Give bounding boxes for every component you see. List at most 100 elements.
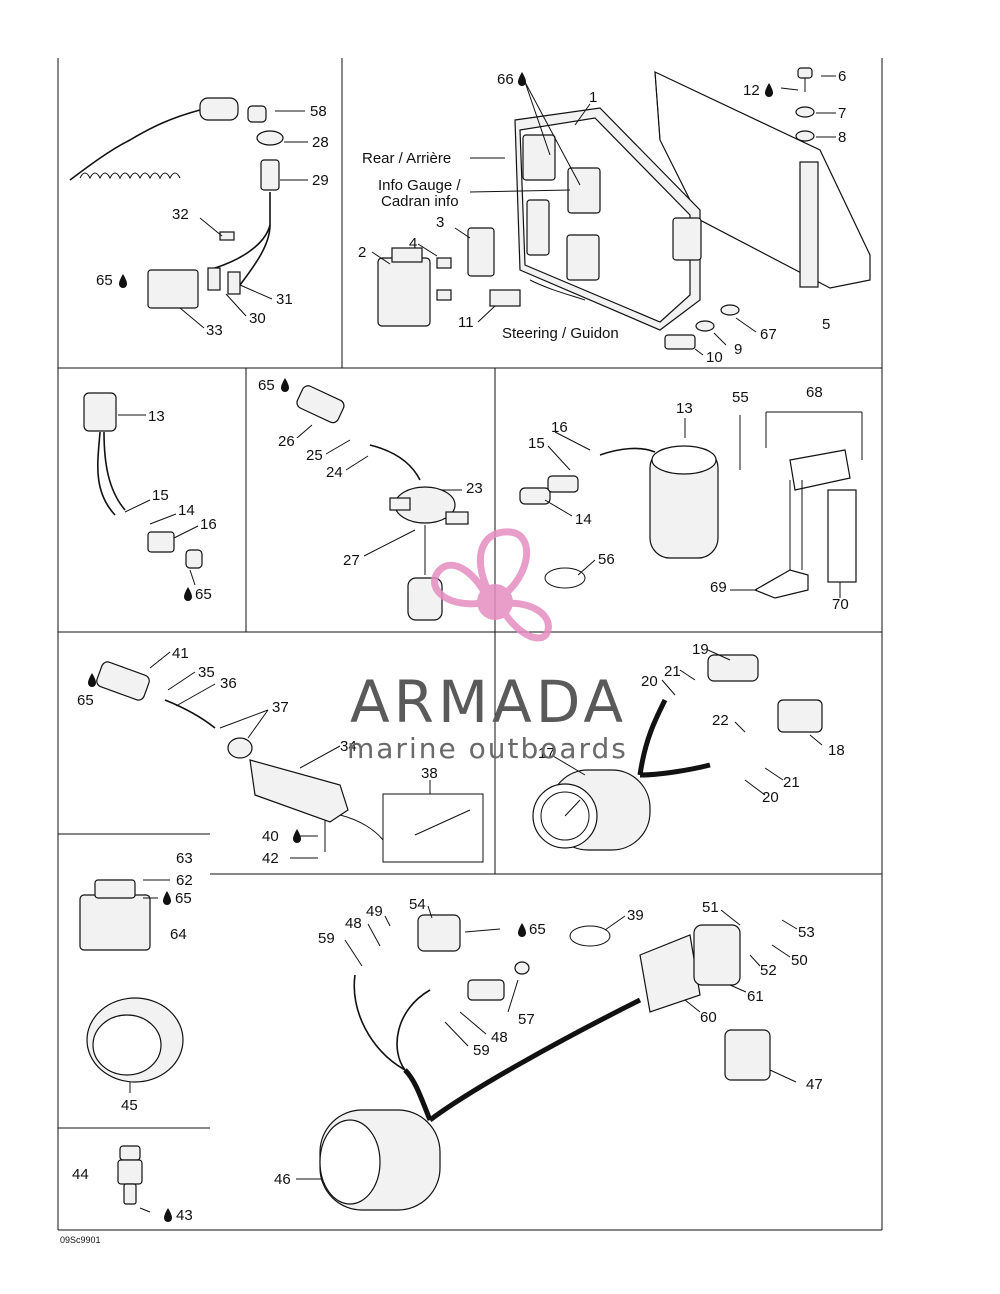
callout: 45 [121,1097,138,1114]
callout: 23 [466,480,483,497]
callout: 59 [473,1042,490,1059]
lubricant-drop-icon [164,1208,172,1222]
throttle-sensor-assembly [96,661,484,863]
callout: 65 [529,921,546,938]
annotation-info-gauge-line2: Cadran info [381,193,459,210]
lanyard-assembly [69,97,284,309]
callout: 57 [518,1011,535,1028]
drawing-code: 09Sc9901 [60,1235,101,1245]
callout: 48 [491,1029,508,1046]
callout: 10 [706,349,723,366]
callout: 15 [152,487,169,504]
callout: 60 [700,1009,717,1026]
callout: 42 [262,850,279,867]
callout: 20 [762,789,779,806]
lubricant-drop-icon [281,378,289,392]
callout: 39 [627,907,644,924]
sensor-assembly-left [83,392,203,569]
lubricant-drop-icon [293,829,301,843]
callout: 2 [358,244,366,261]
callout: 11 [458,314,474,331]
callout: 5 [822,316,830,333]
callout: 41 [172,645,189,662]
watermark: ARMADA marine outboards [347,528,627,765]
callout: 36 [220,675,237,692]
callout: 67 [760,326,777,343]
callout: 37 [272,699,289,716]
valve-and-ring [79,879,184,1083]
callout: 25 [306,447,323,464]
callout: 27 [343,552,360,569]
callout-labels: 58 28 29 32 65 31 30 33 66 1 12 6 7 8 3 … [72,68,849,1224]
callout: 33 [206,322,223,339]
callout: 65 [175,890,192,907]
speed-sensor-assembly [296,385,469,621]
annotation-rear: Rear / Arrière [362,150,451,167]
annotations: Rear / Arrière Info Gauge / Cadran info … [60,150,619,1245]
callout: 3 [436,214,444,231]
module-assembly [377,67,871,350]
callout: 22 [712,712,729,729]
callout: 21 [664,663,681,680]
callout: 28 [312,134,329,151]
callout: 50 [791,952,808,969]
callout: 56 [598,551,615,568]
callout: 18 [828,742,845,759]
callout: 47 [806,1076,823,1093]
callout: 46 [274,1171,291,1188]
callout: 30 [249,310,266,327]
callout: 1 [589,89,597,106]
callout: 16 [200,516,217,533]
callout: 13 [676,400,693,417]
callout: 4 [409,235,417,252]
callout: 38 [421,765,438,782]
lubricant-drop-icon [119,274,127,288]
callout: 49 [366,903,383,920]
callout: 21 [783,774,800,791]
callout: 54 [409,896,426,913]
lubricant-drop-icon [518,72,526,86]
annotation-steering: Steering / Guidon [502,325,619,342]
watermark-brand: ARMADA [350,668,627,736]
leader-lines [118,75,841,1213]
callout: 35 [198,664,215,681]
callout: 66 [497,71,514,88]
fitting-assembly [117,1145,143,1205]
lubricant-drop-icon [163,891,171,905]
info-gauge-harness [319,914,771,1211]
callout: 44 [72,1166,89,1183]
lubricant-drop-icon [518,923,526,937]
callout: 17 [538,745,555,762]
annotation-info-gauge-line1: Info Gauge / [378,177,461,194]
callout: 13 [148,408,165,425]
callout: 31 [276,291,293,308]
callout: 15 [528,435,545,452]
callout: 40 [262,828,279,845]
callout: 51 [702,899,719,916]
callout: 48 [345,915,362,932]
lubricant-drop-icon [765,83,773,97]
callout: 65 [195,586,212,603]
callout: 70 [832,596,849,613]
lubricant-drop-icon [184,587,192,601]
callout: 52 [760,962,777,979]
propeller-logo-icon [431,528,552,642]
callout: 26 [278,433,295,450]
callout: 6 [838,68,846,85]
sensor-and-bracket [519,411,863,599]
panel-frames [57,58,883,1231]
callout: 19 [692,641,709,658]
lubricant-drop-icon [88,673,96,687]
callout: 69 [710,579,727,596]
callout: 58 [310,103,327,120]
callout: 62 [176,872,193,889]
callout: 34 [340,738,357,755]
callout: 12 [743,82,760,99]
callout: 29 [312,172,329,189]
callout: 20 [641,673,658,690]
callout: 64 [170,926,187,943]
callout: 55 [732,389,749,406]
callout: 24 [326,464,343,481]
tachometer-assembly [532,654,823,851]
